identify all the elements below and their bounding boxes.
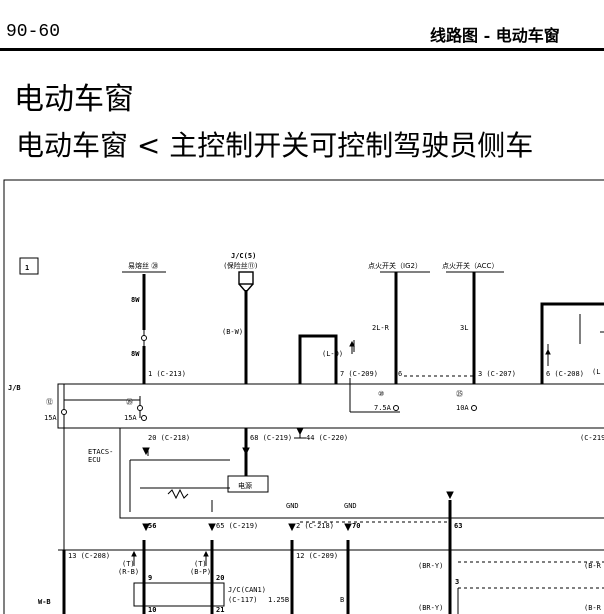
wire-b: B <box>340 596 344 604</box>
gnd-label-1: GND <box>286 502 299 510</box>
pin-70: 70 <box>352 522 360 530</box>
resistor-symbol <box>167 488 189 500</box>
wire-bw: (B-W) <box>222 328 243 336</box>
ecu-label-1: ETACS- <box>88 448 113 456</box>
conn-pin6: 6 <box>398 370 402 378</box>
conn-c209: 7 (C-209) <box>340 370 378 378</box>
header-rule <box>0 48 604 51</box>
wire-lx: (L <box>592 368 600 376</box>
jb-label: J/B <box>8 384 21 392</box>
wire-125b: 1.25B <box>268 596 289 604</box>
fuse-12: ⑫ <box>46 398 53 406</box>
power-block <box>227 475 269 493</box>
ig2-label: 点火开关（IG2） <box>368 261 422 270</box>
page-subtitle: 电动车窗 < 主控制开关可控制驾驶员侧车 <box>16 129 534 162</box>
conn-c208b: 13 (C-208) <box>68 552 110 560</box>
fuse-25-rating: 10A <box>456 404 469 412</box>
box-number: 1 <box>25 264 29 272</box>
box-number-frame <box>19 257 39 275</box>
wire-brr-1: (B-R <box>584 562 602 570</box>
conn-c117: (C-117) <box>228 596 258 604</box>
ecu-block <box>119 427 604 519</box>
conn-c219c: 65 (C-219) <box>216 522 258 530</box>
fuse-10: ⑩ <box>378 390 384 398</box>
conn-c220: 44 (C-220) <box>306 434 348 442</box>
wire-brr-2: (B-R <box>584 604 602 612</box>
fuse-12-rating: 15A <box>44 414 57 422</box>
wire-rb: (R-B) <box>118 568 139 576</box>
power-label: 电源 <box>238 481 252 490</box>
conn-c207: 3 (C-207) <box>478 370 516 378</box>
jc5-connector-symbol <box>238 271 254 294</box>
gnd-label-2: GND <box>344 502 357 510</box>
conn-c219b: (C-219 <box>580 434 604 442</box>
ecu-label-2: ECU <box>88 456 101 464</box>
conn-c219a: 68 (C-219) <box>250 434 292 442</box>
conn-c213: 1 (C-213) <box>148 370 186 378</box>
wire-t1: (T) <box>122 560 135 568</box>
fuse-top-label: 易熔丝 ⑳ <box>128 261 158 270</box>
conn-c208a: 6 (C-208) <box>546 370 584 378</box>
conn-c209b: 12 (C-209) <box>296 552 338 560</box>
jc5-sub-label: (保险丝⑪) <box>224 261 258 270</box>
pin-56: 56 <box>148 522 156 530</box>
pin-9: 9 <box>148 574 152 582</box>
wire-lo: (L-O) <box>322 350 343 358</box>
wire-8w-a: 8W <box>131 296 140 304</box>
wire-bp: (B-P) <box>190 568 211 576</box>
acc-label: 点火开关（ACC） <box>442 261 498 270</box>
conn-c218b: 2 (C-218) <box>296 522 334 530</box>
fuse-26-rating: 15A <box>124 414 137 422</box>
diagram-frame <box>3 179 604 614</box>
fuse-10-rating: 7.5A <box>374 404 392 412</box>
jc-can1: J/C(CAN1) <box>228 586 266 594</box>
wire-8w-b: 8W <box>131 350 140 358</box>
wire-bry-2: (BR-Y) <box>418 604 443 612</box>
fuse-25: ㉕ <box>456 390 463 398</box>
pin-20: 20 <box>216 574 224 582</box>
wire-wb: W-B <box>38 598 51 606</box>
wire-3l: 3L <box>460 324 468 332</box>
page-title: 电动车窗 <box>14 82 134 117</box>
wire-bry-1: (BR-Y) <box>418 562 443 570</box>
pin-3: 3 <box>455 578 459 586</box>
conn-c218: 20 (C-218) <box>148 434 190 442</box>
jc5-label: J/C(5) <box>231 252 256 260</box>
pin-21: 21 <box>216 606 224 614</box>
pin-63: 63 <box>454 522 462 530</box>
page-number: 90-60 <box>6 22 61 42</box>
wire-2lr: 2L-R <box>372 324 390 332</box>
pin-10: 10 <box>148 606 156 614</box>
wire-t2: (T) <box>194 560 207 568</box>
section-title: 线路图 - 电动车窗 <box>430 26 560 45</box>
fuse-26: ㉖ <box>126 398 133 406</box>
